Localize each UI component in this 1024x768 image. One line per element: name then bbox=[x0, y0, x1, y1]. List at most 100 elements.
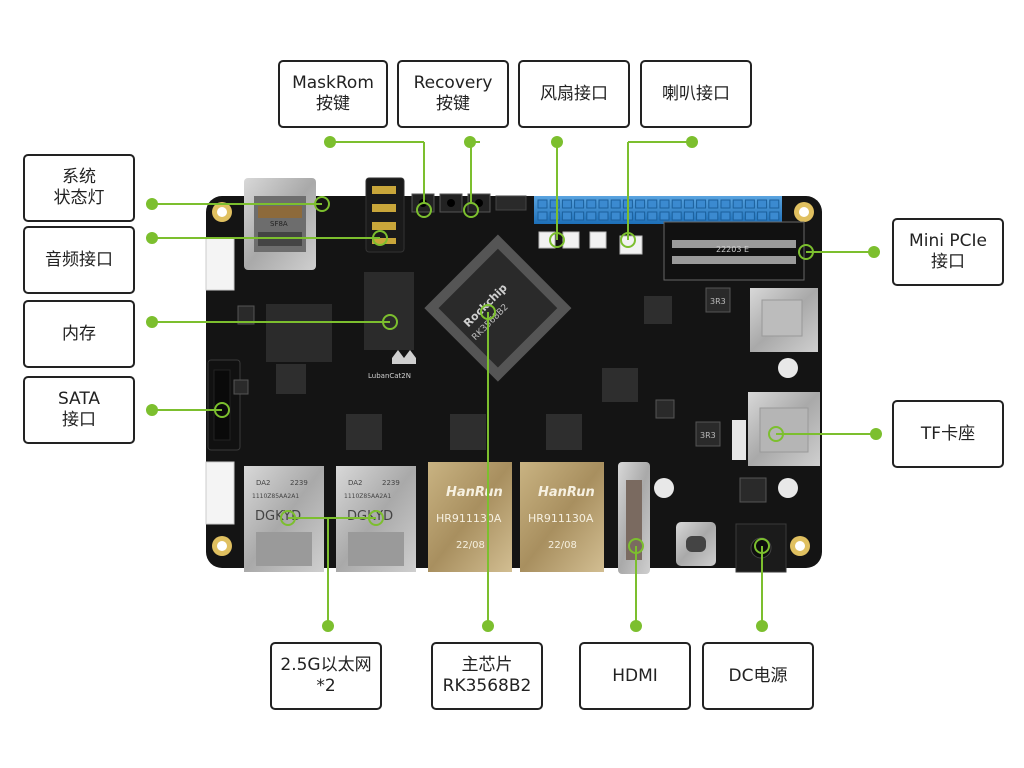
leader-dot bbox=[630, 620, 642, 632]
gpio-pin bbox=[598, 199, 609, 209]
fan-connector-2 bbox=[562, 231, 580, 249]
gpio-pin bbox=[720, 199, 731, 209]
svg-text:2239: 2239 bbox=[290, 479, 308, 487]
gpio-pin bbox=[683, 199, 694, 209]
leader-dot bbox=[686, 136, 698, 148]
target-ring-recovery bbox=[463, 202, 479, 218]
leader-dot bbox=[146, 316, 158, 328]
leader-dot bbox=[464, 136, 476, 148]
leader-dc-v bbox=[761, 546, 763, 626]
memory-chip-1 bbox=[266, 304, 332, 362]
inductor-3 bbox=[655, 399, 675, 419]
leader-dot bbox=[324, 136, 336, 148]
gpio-pin bbox=[708, 199, 719, 209]
label-soc: 主芯片 RK3568B2 bbox=[431, 642, 543, 710]
svg-text:HanRun: HanRun bbox=[446, 485, 503, 500]
gpio-pin bbox=[757, 199, 768, 209]
gpio-pin bbox=[769, 211, 780, 221]
leader-eth-left-v bbox=[327, 518, 329, 626]
label-mini-pcie: Mini PCIe 接口 bbox=[892, 218, 1004, 286]
gpio-pin bbox=[586, 199, 597, 209]
inductor-4 bbox=[237, 305, 255, 325]
leader-status-h bbox=[152, 203, 322, 205]
leader-dot bbox=[146, 232, 158, 244]
target-ring-eth-2 bbox=[368, 510, 384, 526]
leader-dot bbox=[756, 620, 768, 632]
gpio-pin bbox=[732, 199, 743, 209]
label-dc-power: DC电源 bbox=[702, 642, 814, 710]
label-ethernet: 2.5G以太网 *2 bbox=[270, 642, 382, 710]
gpio-pin bbox=[561, 199, 572, 209]
gpio-pin bbox=[696, 211, 707, 221]
svg-text:1110Z85AA2A1: 1110Z85AA2A1 bbox=[344, 493, 391, 500]
leader-dot bbox=[551, 136, 563, 148]
leader-tf-h bbox=[776, 433, 876, 435]
leader-dot bbox=[146, 404, 158, 416]
gpio-pin bbox=[647, 199, 658, 209]
left-connector-bottom bbox=[205, 461, 235, 525]
leader-dot bbox=[482, 620, 494, 632]
pcie-code-text: 22203 E bbox=[716, 245, 749, 254]
label-status-led: 系统 状态灯 bbox=[23, 154, 135, 222]
svg-text:DA2: DA2 bbox=[256, 479, 271, 487]
target-ring-memory bbox=[382, 314, 398, 330]
label-speaker: 喇叭接口 bbox=[640, 60, 752, 128]
target-ring-audio bbox=[372, 230, 388, 246]
target-ring-sata bbox=[214, 402, 230, 418]
leader-fan-v bbox=[556, 142, 558, 240]
target-ring-speaker bbox=[620, 232, 636, 248]
target-ring-hdmi bbox=[628, 538, 644, 554]
gpio-pin bbox=[610, 199, 621, 209]
ethernet-port-3 bbox=[428, 462, 512, 572]
leader-hdmi-v bbox=[635, 546, 637, 626]
label-sata: SATA 接口 bbox=[23, 376, 135, 444]
target-ring-dc bbox=[754, 538, 770, 554]
leader-memory-h bbox=[152, 321, 390, 323]
gpio-pin bbox=[744, 199, 755, 209]
inductor-1 bbox=[705, 287, 731, 313]
rtc-connector bbox=[589, 231, 607, 249]
leader-audio-h bbox=[152, 237, 380, 239]
gpio-pin bbox=[586, 211, 597, 221]
gpio-pin bbox=[671, 211, 682, 221]
label-tf-slot: TF卡座 bbox=[892, 400, 1004, 468]
target-ring-tf bbox=[768, 426, 784, 442]
label-recovery: Recovery 按键 bbox=[397, 60, 509, 128]
target-ring-maskrom bbox=[416, 202, 432, 218]
ethernet-port-4 bbox=[520, 462, 604, 572]
gpio-pin bbox=[549, 211, 560, 221]
gpio-pin bbox=[671, 199, 682, 209]
gpio-pin bbox=[769, 199, 780, 209]
label-hdmi: HDMI bbox=[579, 642, 691, 710]
gpio-pin bbox=[574, 211, 585, 221]
gpio-pin bbox=[537, 211, 548, 221]
leader-speaker-h bbox=[628, 141, 692, 143]
gpio-pin bbox=[574, 199, 585, 209]
leader-speaker-v bbox=[627, 142, 629, 240]
leader-sata-h bbox=[152, 409, 222, 411]
gpio-pin bbox=[708, 211, 719, 221]
svg-text:HR911130A: HR911130A bbox=[436, 512, 502, 525]
leader-maskrom-v bbox=[423, 142, 425, 204]
leader-dot bbox=[322, 620, 334, 632]
gpio-pin bbox=[659, 211, 670, 221]
svg-text:HR911130A: HR911130A bbox=[528, 512, 594, 525]
gpio-pin bbox=[549, 199, 560, 209]
gpio-pin bbox=[610, 211, 621, 221]
leader-pcie-h bbox=[806, 251, 874, 253]
gpio-pin bbox=[683, 211, 694, 221]
svg-text:DA2: DA2 bbox=[348, 479, 363, 487]
inductor-2 bbox=[695, 421, 721, 447]
gpio-pin bbox=[659, 199, 670, 209]
gpio-pin bbox=[537, 199, 548, 209]
gpio-pin bbox=[598, 211, 609, 221]
gpio-pin bbox=[732, 211, 743, 221]
gpio-pin bbox=[720, 211, 731, 221]
gpio-pin bbox=[561, 211, 572, 221]
usb-code-text: SF8A bbox=[270, 220, 288, 228]
label-memory: 内存 bbox=[23, 300, 135, 368]
svg-text:3R3: 3R3 bbox=[700, 431, 716, 440]
target-ring-eth-1 bbox=[280, 510, 296, 526]
label-fan: 风扇接口 bbox=[518, 60, 630, 128]
left-connector-top bbox=[205, 237, 235, 291]
